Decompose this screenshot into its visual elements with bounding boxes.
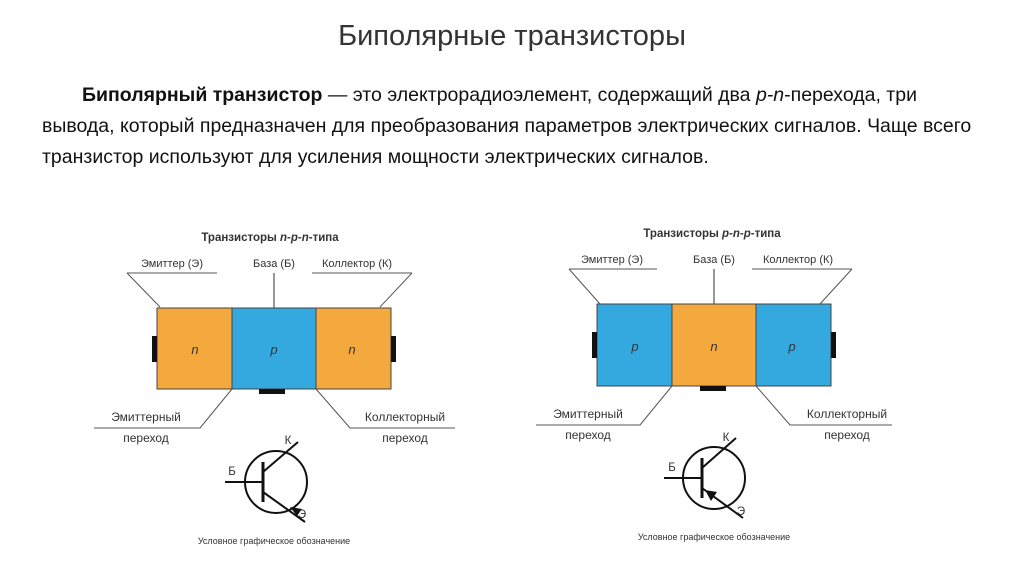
definition-paragraph: Биполярный транзистор — это электрорадио… bbox=[42, 80, 992, 173]
npn-collector-label: Коллектор (К) bbox=[322, 258, 392, 270]
pnp-collector-label: Коллектор (К) bbox=[763, 254, 833, 266]
npn-emitter-junction-label-2: переход bbox=[123, 431, 169, 445]
pnp-base-label: База (Б) bbox=[693, 254, 735, 266]
pnp-emitter-junction-label: Эмиттерный bbox=[553, 407, 623, 421]
pnp-region-label-3: p bbox=[787, 339, 795, 354]
npn-symbol-collector-letter: К bbox=[285, 435, 292, 447]
npn-collector-contact bbox=[391, 336, 396, 362]
pnp-symbol-collector-letter: К bbox=[723, 432, 730, 444]
npn-base-contact bbox=[259, 389, 285, 394]
pnp-collector-junction-leader bbox=[755, 385, 892, 426]
pnp-emitter-leader bbox=[568, 268, 601, 305]
pnp-region-base bbox=[671, 303, 757, 387]
definition-text-1: — это электрорадиоэлемент, содержащий дв… bbox=[322, 84, 756, 106]
pnp-diagram: Транзисторы p-n-p-типа Эмиттер (Э) База … bbox=[536, 228, 892, 542]
definition-text-2: -перехода, три вывода, который предназна… bbox=[42, 84, 972, 168]
pnp-region-label-1: p bbox=[630, 339, 638, 354]
page-title: Биполярные транзисторы bbox=[338, 20, 686, 52]
npn-emitter-leader bbox=[126, 272, 161, 308]
pnp-symbol-emitter-letter: Э bbox=[737, 506, 745, 518]
npn-symbol-emitter-letter: Э bbox=[298, 509, 306, 521]
pnp-emitter-label: Эмиттер (Э) bbox=[581, 254, 643, 266]
definition-term: Биполярный транзистор bbox=[82, 84, 323, 106]
pnp-base-contact bbox=[700, 386, 726, 391]
npn-diagram: Транзисторы n-p-n-типа Эмиттер (Э) База … bbox=[94, 232, 455, 546]
npn-emitter-junction-leader bbox=[94, 388, 233, 429]
npn-symbol-caption: Условное графическое обозначение bbox=[198, 536, 350, 546]
npn-title: Транзисторы n-p-n-типа bbox=[201, 232, 339, 244]
npn-emitter-junction-label: Эмиттерный bbox=[111, 410, 181, 424]
pnp-title: Транзисторы p-n-p-типа bbox=[643, 228, 781, 240]
pnp-region-emitter bbox=[596, 303, 673, 387]
pnp-emitter-junction-leader bbox=[536, 385, 673, 426]
npn-collector-junction-label-2: переход bbox=[382, 431, 428, 445]
pnp-collector-leader bbox=[819, 268, 853, 305]
pnp-transistor-symbol-icon bbox=[664, 437, 746, 519]
pnp-emitter-contact bbox=[592, 332, 597, 358]
npn-region-label-3: n bbox=[348, 342, 355, 357]
pnp-collector-junction-label-2: переход bbox=[824, 428, 870, 442]
pnp-region-collector bbox=[755, 303, 832, 387]
pnp-collector-junction-label: Коллекторный bbox=[807, 407, 887, 421]
npn-base-label: База (Б) bbox=[253, 258, 295, 270]
npn-collector-junction-label: Коллекторный bbox=[365, 410, 445, 424]
pnp-symbol-caption: Условное графическое обозначение bbox=[638, 532, 790, 542]
npn-collector-junction-leader bbox=[315, 388, 455, 429]
npn-symbol-base-letter: Б bbox=[228, 466, 236, 478]
npn-emitter-contact bbox=[152, 336, 157, 362]
npn-collector-leader bbox=[379, 272, 413, 308]
pnp-symbol-base-letter: Б bbox=[668, 462, 676, 474]
pnp-collector-contact bbox=[831, 332, 836, 358]
npn-region-label-1: n bbox=[191, 342, 198, 357]
pnp-region-label-2: n bbox=[710, 339, 717, 354]
npn-region-collector bbox=[315, 307, 392, 390]
definition-pn: p-n bbox=[755, 84, 785, 106]
npn-region-label-2: p bbox=[269, 342, 277, 357]
npn-transistor-symbol-icon bbox=[225, 441, 308, 523]
pnp-emitter-junction-label-2: переход bbox=[565, 428, 611, 442]
npn-emitter-label: Эмиттер (Э) bbox=[141, 258, 203, 270]
npn-region-emitter bbox=[156, 307, 233, 390]
